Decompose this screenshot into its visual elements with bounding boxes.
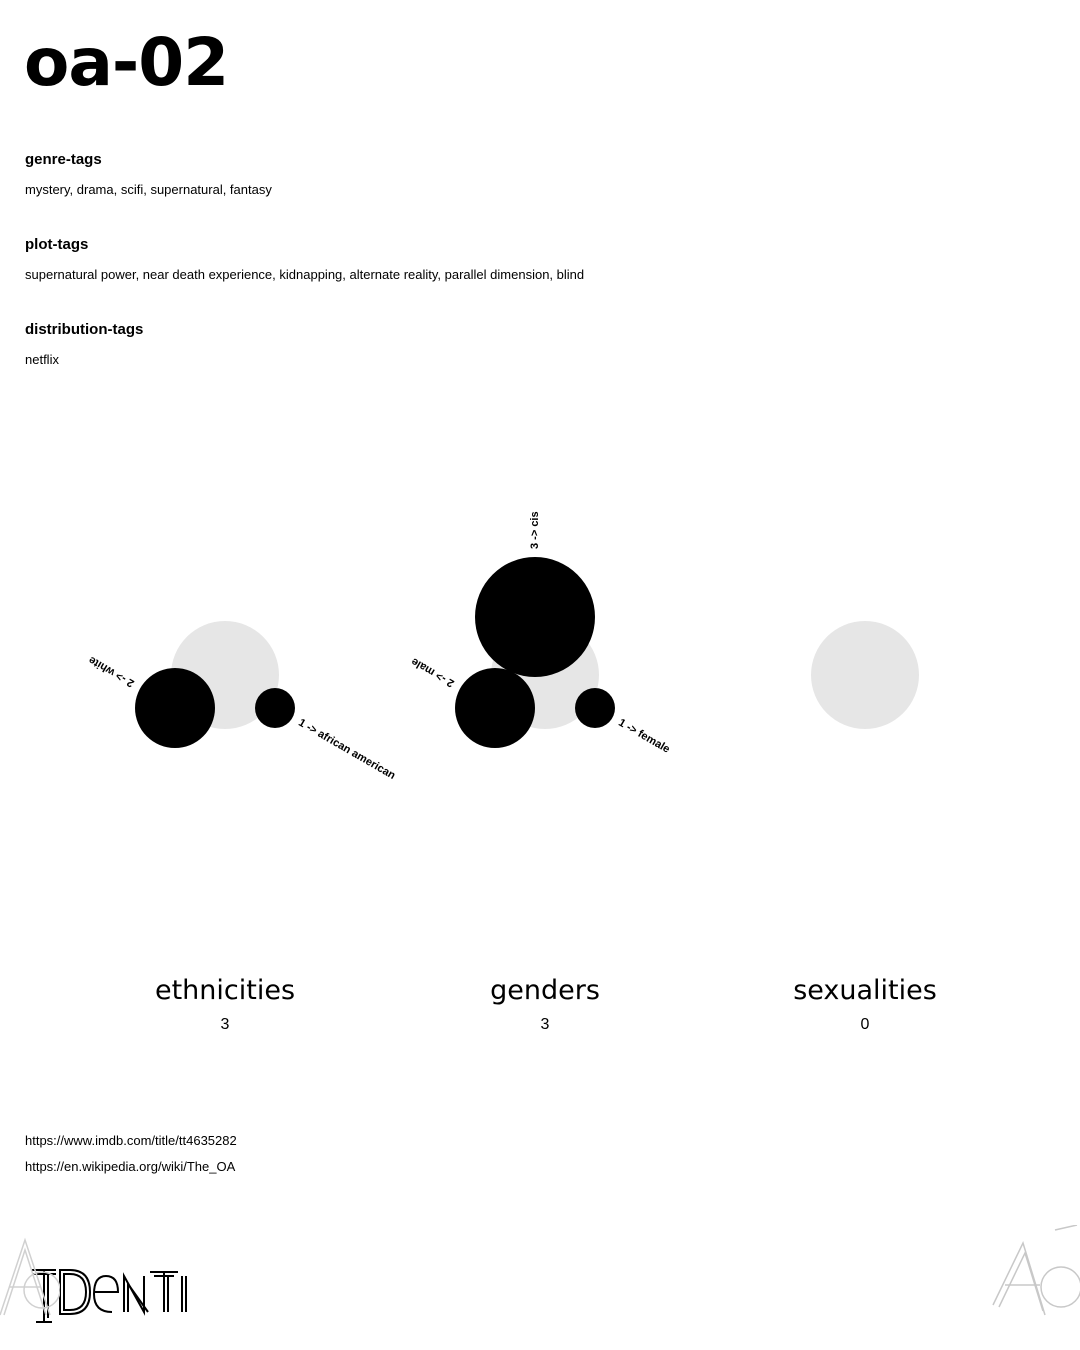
sexualities-background-circle [811, 621, 919, 729]
category-ethnicities-count: 3 [220, 1016, 230, 1033]
category-sexualities-count: 0 [860, 1016, 870, 1033]
wikipedia-link[interactable]: https://en.wikipedia.org/wiki/The_OA [25, 1159, 236, 1174]
plot-tags-section: plot-tags supernatural power, near death… [25, 236, 584, 282]
identity-bubble-chart: 2 -> white 1 -> african american 3 -> cis 2… [87, 511, 919, 782]
page-title: oa-02 [24, 24, 229, 101]
genders-cis-bubble [475, 557, 595, 677]
distribution-tags-values: netflix [25, 352, 59, 367]
category-genders: genders 3 [395, 975, 695, 1034]
plot-tags-heading: plot-tags [25, 236, 89, 253]
ethnicities-african-american-bubble [255, 688, 295, 728]
distribution-tags-heading: distribution-tags [25, 321, 144, 338]
imdb-link[interactable]: https://www.imdb.com/title/tt4635282 [25, 1133, 237, 1148]
distribution-tags-section: distribution-tags netflix [25, 321, 143, 367]
plot-tags-values: supernatural power, near death experienc… [25, 267, 585, 282]
category-ethnicities-name: ethnicities [154, 975, 296, 1006]
genre-tags-heading: genre-tags [25, 151, 102, 168]
genre-tags-values: mystery, drama, scifi, supernatural, fan… [25, 182, 272, 197]
category-sexualities: sexualities 0 [715, 975, 1015, 1034]
genders-male-bubble [455, 668, 535, 748]
category-sexualities-name: sexualities [793, 975, 937, 1006]
genre-tags-section: genre-tags mystery, drama, scifi, supern… [25, 151, 272, 197]
corner-mark-right [992, 1225, 1080, 1316]
genders-female-label: 1 -> female [616, 717, 672, 756]
category-ethnicities: ethnicities 3 [75, 975, 375, 1034]
ethnicities-white-bubble [135, 668, 215, 748]
genders-cis-label: 3 -> cis [529, 511, 541, 549]
category-genders-name: genders [490, 975, 600, 1006]
genders-female-bubble [575, 688, 615, 728]
external-links: https://www.imdb.com/title/tt4635282 htt… [25, 1133, 237, 1185]
genders-male-label: 2 -> male [409, 655, 456, 689]
corner-mark-left [0, 1237, 60, 1316]
category-genders-count: 3 [540, 1016, 550, 1033]
ethnicities-african-american-label: 1 -> african american [296, 717, 397, 782]
identi-logo [32, 1269, 187, 1323]
ethnicities-white-label: 2 -> white [87, 654, 137, 690]
